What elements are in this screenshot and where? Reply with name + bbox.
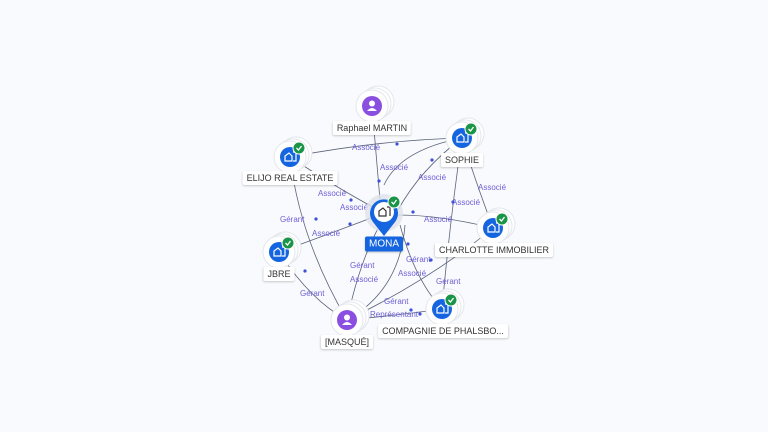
edge-label: Associé: [418, 173, 447, 182]
edge-label: Associé: [452, 198, 481, 207]
edge-label: Gérant: [406, 255, 431, 264]
node-label-jbre[interactable]: JBRE: [263, 267, 295, 281]
edge-labels: Associé Associé Associé Associé Associé …: [280, 143, 507, 319]
edge-label: Représentant: [370, 310, 419, 319]
edge-label: Gérant: [436, 277, 461, 286]
person-icon[interactable]: [356, 86, 394, 122]
company-icon[interactable]: [426, 289, 464, 325]
edge-label: Associé: [352, 143, 381, 152]
company-icon[interactable]: [446, 118, 484, 154]
edge-label: Gérant: [300, 289, 325, 298]
edge-label: Associé: [398, 269, 427, 278]
company-icon[interactable]: [477, 208, 515, 244]
node-label-compagnie-de-phalsbourg[interactable]: COMPAGNIE DE PHALSBO...: [378, 324, 508, 338]
edge-label: Associé: [380, 163, 409, 172]
edge-label: Associé: [312, 229, 341, 238]
edge-label: Gérant: [384, 297, 409, 306]
edge-label: Associé: [350, 275, 379, 284]
edge-label: Gérant: [350, 261, 375, 270]
node-label-sophie[interactable]: SOPHIE: [440, 153, 484, 167]
edge-label: Associé: [340, 203, 369, 212]
node-label-charlotte-immobilier[interactable]: CHARLOTTE IMMOBILIER: [434, 243, 554, 257]
edge-label: Gérant: [280, 215, 305, 224]
node-label-raphael-martin[interactable]: Raphael MARTIN: [332, 121, 412, 135]
edge-label: Associé: [424, 215, 453, 224]
arrows: [303, 142, 455, 316]
node-label-elijo-real-estate[interactable]: ELIJO REAL ESTATE: [242, 171, 338, 185]
center-pin-icon[interactable]: [365, 194, 403, 236]
company-icon[interactable]: [263, 232, 301, 268]
edge-label: Associé: [318, 189, 347, 198]
person-icon[interactable]: [331, 300, 369, 336]
edge-label: Associé: [478, 183, 507, 192]
node-label-masque[interactable]: [MASQUÉ]: [320, 335, 374, 349]
node-label-mona[interactable]: MONA: [365, 236, 403, 252]
